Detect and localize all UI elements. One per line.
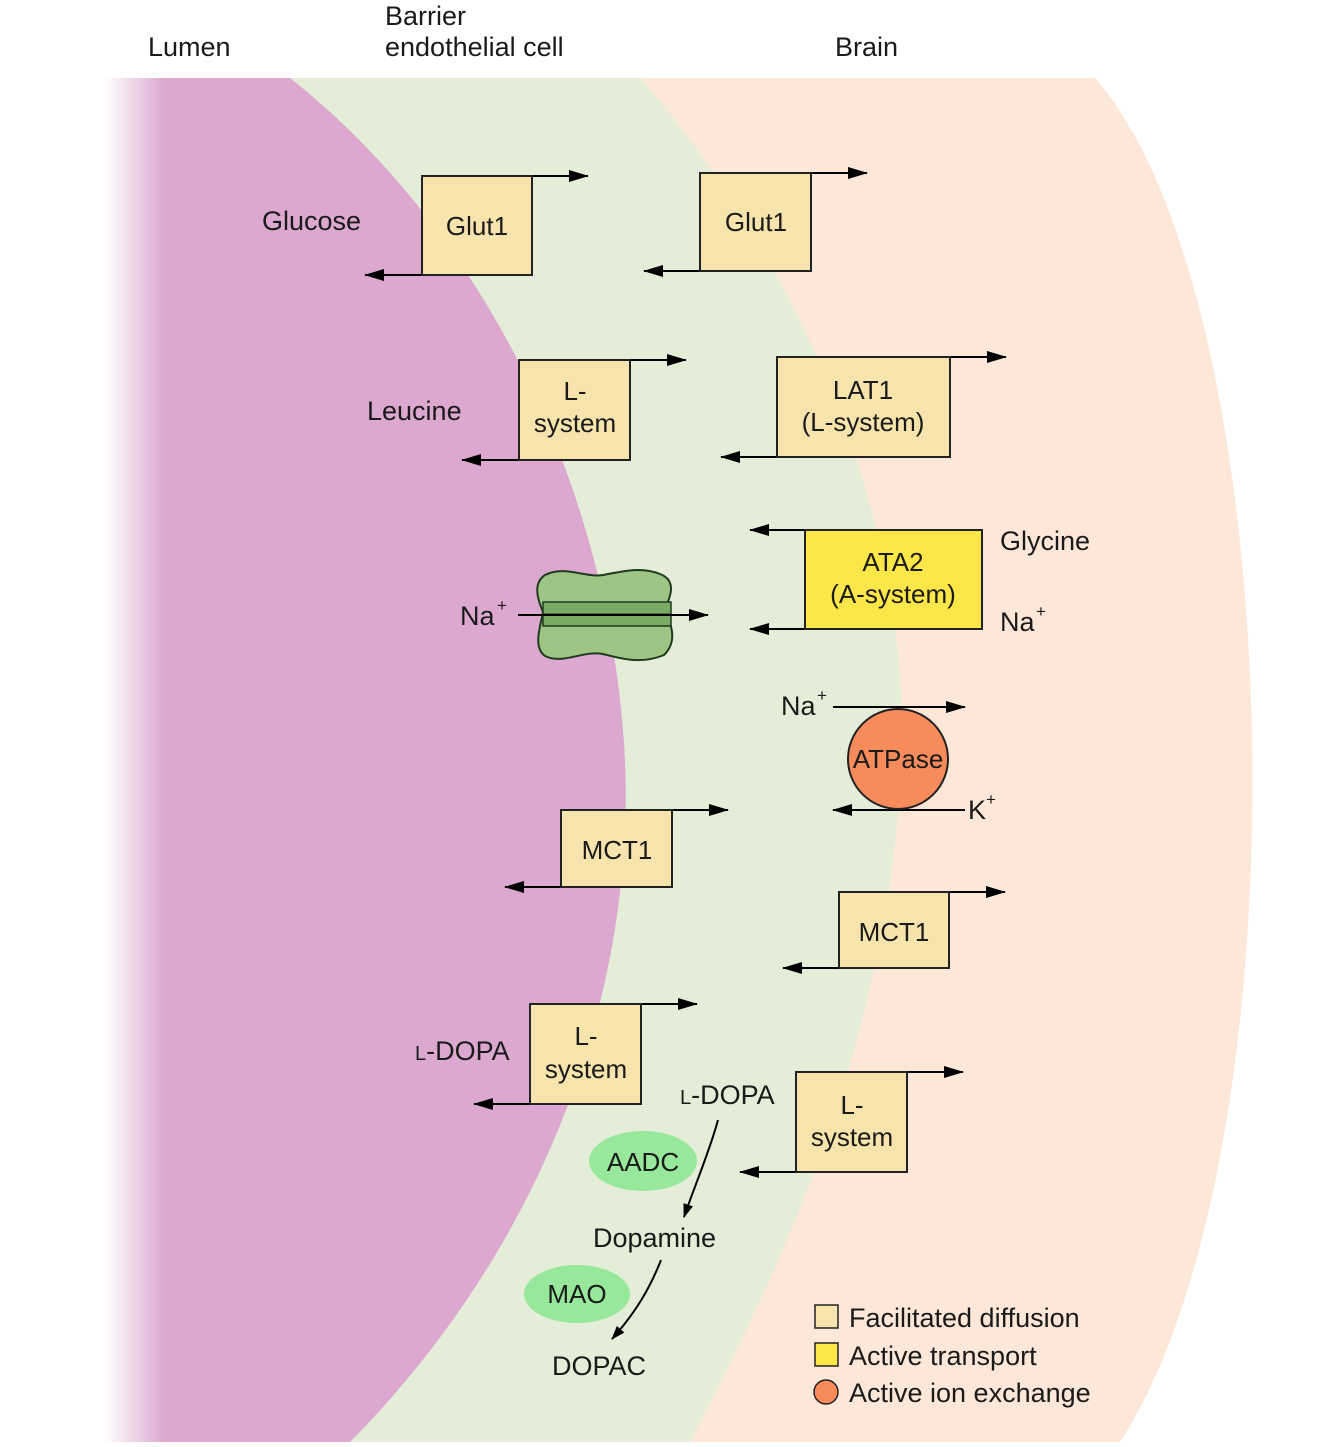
atpase-pump: ATPase — [832, 701, 966, 816]
ata2-transporter: ATA2 (A-system) — [749, 524, 983, 635]
na-plus-atpase: + — [817, 686, 827, 705]
ata2-line2: (A-system) — [830, 579, 956, 609]
lumen-region — [105, 78, 626, 1442]
dopamine-to-dopac-arrow — [611, 1259, 662, 1340]
glycine-label: Glycine — [1000, 526, 1090, 556]
abluminal-glut1-transporter: Glut1 — [643, 167, 868, 277]
abluminal-lsystem-line1: L- — [840, 1090, 863, 1120]
lat1-transporter: LAT1 (L-system) — [720, 351, 1007, 463]
glucose-label: Glucose — [262, 206, 361, 236]
legend-ion-exchange-swatch — [813, 1379, 839, 1405]
mao-enzyme: MAO — [524, 1265, 630, 1323]
legend-ion-exchange-label: Active ion exchange — [849, 1378, 1091, 1408]
abluminal-glut1-label: Glut1 — [725, 207, 787, 237]
abluminal-lsystem-transporter: L- system — [739, 1066, 964, 1178]
na-label-ata2: Na — [1000, 607, 1035, 637]
luminal-lsystem-1-line2: system — [534, 408, 616, 438]
legend: Facilitated diffusion Active transport A… — [813, 1303, 1091, 1408]
sodium-channel — [518, 569, 709, 662]
abluminal-mct1-label: MCT1 — [859, 917, 930, 947]
atpase-label: ATPase — [853, 744, 944, 774]
na-label-atpase: Na — [781, 691, 816, 721]
ldopa-label-cell: L-DOPA — [680, 1080, 775, 1110]
lat1-line2: (L-system) — [802, 407, 925, 437]
na-plus-luminal: + — [497, 596, 507, 615]
luminal-lsystem-1-line1: L- — [563, 376, 586, 406]
luminal-glut1-label: Glut1 — [446, 211, 508, 241]
luminal-glut1-transporter: Glut1 — [364, 170, 589, 281]
barrier-label-line2: endothelial cell — [385, 32, 564, 62]
legend-active-label: Active transport — [849, 1341, 1037, 1371]
luminal-mct1-label: MCT1 — [582, 835, 653, 865]
abluminal-lsystem-line2: system — [811, 1122, 893, 1152]
luminal-mct1-transporter: MCT1 — [504, 804, 729, 893]
abluminal-mct1-transporter: MCT1 — [782, 886, 1006, 974]
na-label-luminal: Na — [460, 601, 495, 631]
lat1-line1: LAT1 — [833, 375, 893, 405]
legend-facilitated-label: Facilitated diffusion — [849, 1303, 1080, 1333]
brain-label: Brain — [835, 32, 898, 62]
ata2-line1: ATA2 — [862, 547, 923, 577]
legend-facilitated-swatch — [814, 1304, 839, 1329]
ldopa-label-lumen: L-DOPA — [415, 1036, 510, 1066]
luminal-lsystem-transporter-1: L- system — [461, 354, 687, 466]
luminal-lsystem-transporter-2: L- system — [473, 998, 698, 1110]
mao-label: MAO — [547, 1279, 606, 1309]
luminal-lsystem-2-line1: L- — [574, 1021, 597, 1051]
lumen-label: Lumen — [148, 32, 231, 62]
leucine-label: Leucine — [367, 396, 462, 426]
dopac-label: DOPAC — [552, 1351, 646, 1381]
aadc-enzyme: AADC — [589, 1131, 697, 1191]
dopamine-label: Dopamine — [593, 1223, 716, 1253]
aadc-label: AADC — [607, 1147, 679, 1177]
k-label-atpase: K — [968, 795, 986, 825]
ldopa-to-dopamine-arrow — [683, 1119, 719, 1218]
k-plus-atpase: + — [986, 790, 996, 809]
barrier-label-line1: Barrier — [385, 1, 466, 31]
luminal-lsystem-2-line2: system — [545, 1054, 627, 1084]
na-plus-ata2: + — [1036, 602, 1046, 621]
legend-active-swatch — [814, 1342, 839, 1367]
